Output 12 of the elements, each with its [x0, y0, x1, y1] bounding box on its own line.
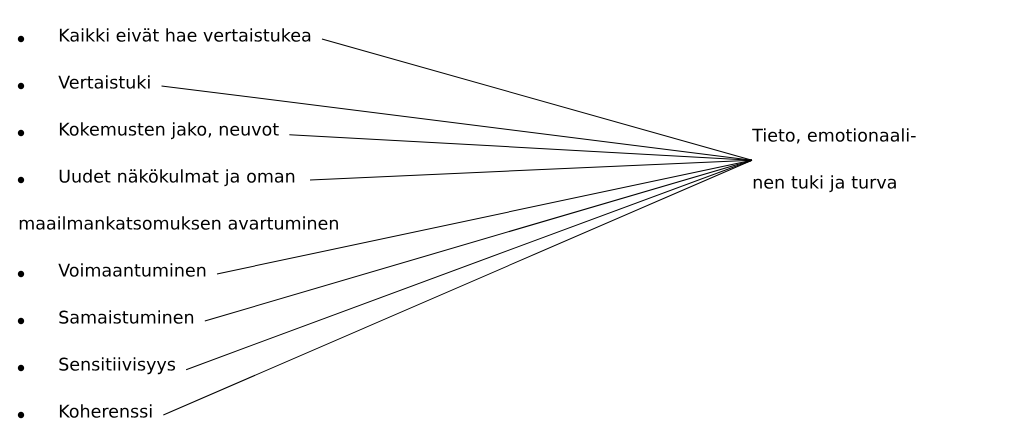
list-item: Sensitiivisyys	[59, 357, 176, 375]
list-item: Koherenssi	[59, 404, 152, 418]
list-item: Samaistuminen	[59, 310, 194, 324]
list-item: Kaikki eivät hae vertaistukea	[59, 28, 311, 42]
connector-line	[185, 159, 753, 371]
list-item: Uudet näkökulmat ja oman maailmankatsomuksen avartuminen	[19, 169, 338, 230]
list-item: Voimaantuminen	[58, 263, 206, 277]
summary-text: Tieto, emotionaali- nen tuki ja turva	[752, 128, 916, 193]
list-item: Vertaistuki	[58, 75, 150, 89]
connector-line	[288, 134, 753, 161]
connector-line	[162, 159, 753, 416]
list-item: Kokemusten jako, neuvot	[59, 122, 279, 140]
